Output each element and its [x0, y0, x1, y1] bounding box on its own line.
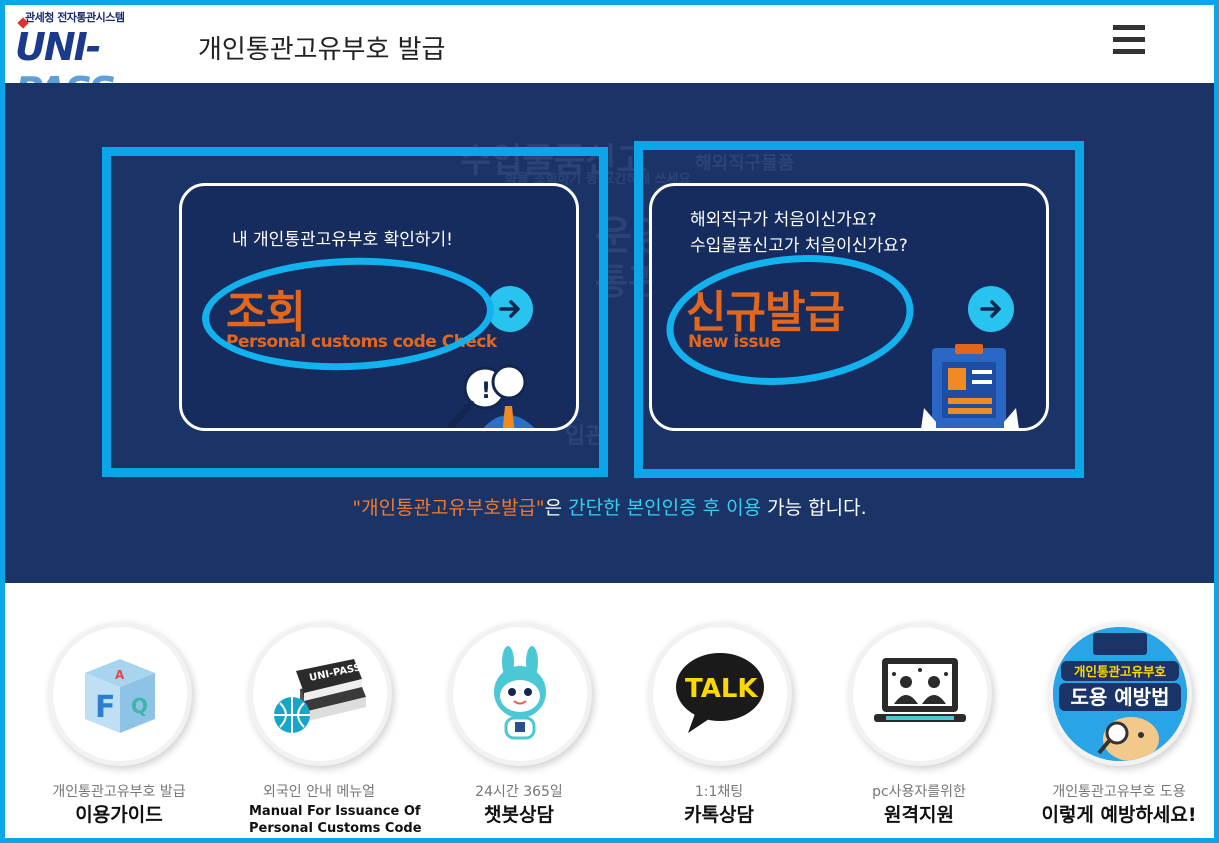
- issue-description-2: 수입물품신고가 처음이신가요?: [690, 236, 908, 256]
- manual-line-2: Personal Customs Code: [249, 821, 422, 836]
- quick-label: 챗봇상담: [484, 804, 554, 826]
- quick-caption: 개인통관고유부호 발급: [52, 784, 186, 800]
- quick-kakaotalk[interactable]: TALK 1:1채팅 카톡상담: [619, 627, 819, 837]
- lookup-card[interactable]: 내 개인통관고유부호 확인하기! 조회 Personal customs cod…: [179, 183, 579, 431]
- lookup-subtitle: Personal customs code Check: [226, 332, 497, 352]
- issue-subtitle: New issue: [688, 332, 781, 352]
- quick-caption: 24시간 365일: [475, 784, 563, 800]
- remote-support-icon: [853, 627, 987, 761]
- quick-label: 이렇게 예방하세요!: [1041, 804, 1197, 826]
- background-text: 입관: [565, 424, 606, 449]
- svg-text:!: !: [481, 379, 491, 404]
- page-frame: 관세청 전자통관시스템 UNI-PASS 개인통관고유부호 발급 수입물품신고 …: [5, 5, 1214, 838]
- quick-foreigner-manual[interactable]: UNI-PASS 외국인 안내 메뉴얼 Manual For Issuance …: [219, 627, 422, 837]
- clipboard-icon: [921, 344, 1019, 428]
- kakaotalk-icon: TALK: [653, 627, 787, 761]
- manual-book-icon: UNI-PASS: [253, 627, 387, 761]
- scribble-highlight: [659, 243, 921, 397]
- new-issue-card[interactable]: 해외직구가 처음이신가요? 수입물품신고가 처음이신가요? 신규발급 New i…: [649, 183, 1049, 431]
- issue-title: 신규발급: [686, 287, 845, 338]
- kakao-talk-text: TALK: [685, 674, 758, 704]
- hamburger-menu-icon[interactable]: [1113, 25, 1147, 59]
- quick-prevention[interactable]: 개인통관고유부호 도용 예방법 개인통관고유부호 도용 이렇게 예방하세요!: [1019, 627, 1214, 837]
- quick-links: F Q A 개인통관고유부호 발급 이용가이드 UNI-PASS: [5, 583, 1214, 838]
- notice-highlight: 간단한 본인인증 후 이용: [568, 497, 762, 519]
- prevention-icon: 개인통관고유부호 도용 예방법: [1053, 627, 1187, 761]
- quick-caption: pc사용자를위한: [872, 784, 966, 800]
- header: 관세청 전자통관시스템 UNI-PASS 개인통관고유부호 발급: [5, 5, 1214, 113]
- highlight-box: [634, 141, 1084, 478]
- logo-uni: UNI-: [15, 25, 102, 69]
- manual-line-1: Manual For Issuance Of: [249, 804, 421, 819]
- quick-label-manual: Manual For Issuance Of Personal Customs …: [249, 803, 429, 837]
- notice-text-part: 가능 합니다.: [761, 497, 867, 519]
- notice-text-part: 은: [544, 497, 569, 519]
- uni-pass-logo[interactable]: 관세청 전자통관시스템 UNI-PASS: [13, 7, 191, 113]
- notice-service-name: "개인통관고유부호발급": [352, 497, 545, 519]
- chatbot-icon: [453, 627, 587, 761]
- quick-label: 이용가이드: [75, 804, 163, 826]
- page-title: 개인통관고유부호 발급: [198, 35, 446, 65]
- lookup-title: 조회: [226, 287, 306, 338]
- issue-description-1: 해외직구가 처음이신가요?: [690, 210, 877, 230]
- arrow-right-icon: [968, 286, 1014, 332]
- svg-text:A: A: [115, 668, 125, 682]
- quick-chatbot[interactable]: 24시간 365일 챗봇상담: [419, 627, 619, 837]
- arrow-right-icon: [487, 286, 533, 332]
- svg-text:Q: Q: [131, 694, 148, 718]
- svg-text:F: F: [95, 690, 116, 725]
- logo-subtitle: 관세청 전자통관시스템: [25, 11, 125, 24]
- quick-caption: 1:1채팅: [694, 784, 744, 800]
- badge-line-2: 도용 예방법: [1071, 685, 1170, 709]
- quick-caption: 개인통관고유부호 도용: [1052, 784, 1186, 800]
- quick-usage-guide[interactable]: F Q A 개인통관고유부호 발급 이용가이드: [19, 627, 219, 837]
- quick-remote-support[interactable]: pc사용자를위한 원격지원: [819, 627, 1019, 837]
- background-text: 해외직구물품: [695, 153, 795, 174]
- badge-line-1: 개인통관고유부호: [1074, 664, 1167, 679]
- highlight-box: [102, 147, 608, 477]
- lookup-description: 내 개인통관고유부호 확인하기!: [232, 230, 453, 250]
- quick-caption: 외국인 안내 메뉴얼: [263, 784, 375, 800]
- quick-label: 원격지원: [884, 804, 954, 826]
- notice-text: "개인통관고유부호발급"은 간단한 본인인증 후 이용 가능 합니다.: [5, 493, 1214, 520]
- guide-icon: F Q A: [53, 627, 187, 761]
- quick-label: 카톡상담: [684, 804, 754, 826]
- hero-section: 수입물품신고 해외직구물품 화물 조회하기 등 요긴하게 쓰세요 운영 통관 입…: [5, 83, 1214, 583]
- magnifier-person-icon: !: [447, 364, 535, 428]
